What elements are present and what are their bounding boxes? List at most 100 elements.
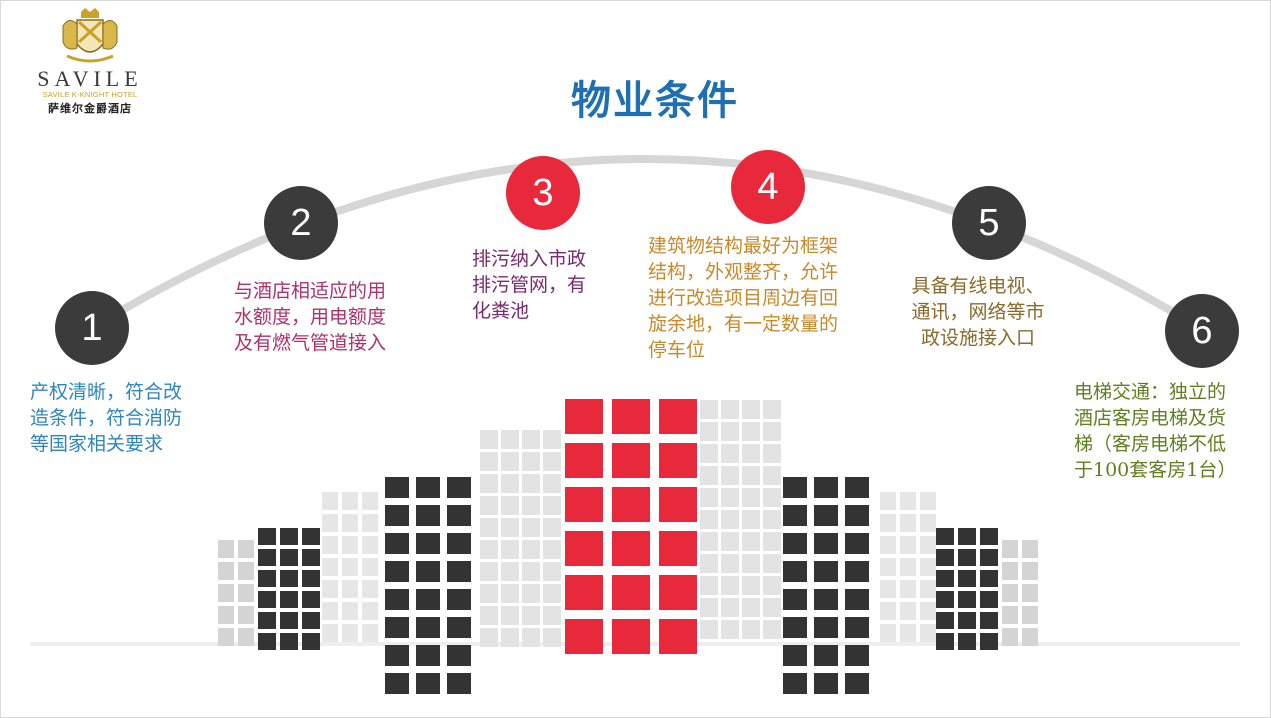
- window: [302, 633, 320, 650]
- window: [480, 562, 498, 581]
- window: [1002, 584, 1018, 602]
- window: [721, 598, 739, 617]
- window: [447, 645, 471, 666]
- window: [845, 645, 869, 666]
- window: [565, 619, 603, 654]
- step-2-text: 与酒店相适应的用水额度，用电额度及有燃气管道接入: [234, 278, 414, 356]
- window: [721, 554, 739, 573]
- window: [565, 487, 603, 522]
- window: [1002, 540, 1018, 558]
- brand-subtitle: SAVILE K-KNIGHT HOTEL: [42, 90, 138, 99]
- window: [700, 620, 718, 639]
- window: [218, 562, 234, 580]
- window: [742, 510, 760, 529]
- window: [362, 492, 378, 510]
- window: [543, 474, 561, 493]
- window: [700, 466, 718, 485]
- window: [980, 633, 998, 650]
- window: [501, 474, 519, 493]
- window: [522, 584, 540, 603]
- window: [763, 488, 781, 507]
- window: [416, 617, 440, 638]
- window: [700, 576, 718, 595]
- window: [742, 466, 760, 485]
- window: [522, 628, 540, 647]
- step-1-node: 1: [55, 291, 129, 365]
- window: [659, 619, 697, 654]
- window: [322, 536, 338, 554]
- window: [416, 561, 440, 582]
- window: [362, 536, 378, 554]
- window: [814, 533, 838, 554]
- window: [920, 492, 936, 510]
- window: [258, 612, 276, 629]
- window: [385, 673, 409, 694]
- window: [543, 584, 561, 603]
- window: [920, 558, 936, 576]
- window: [447, 589, 471, 610]
- window: [522, 496, 540, 515]
- window: [416, 673, 440, 694]
- window: [936, 612, 954, 629]
- window: [900, 602, 916, 620]
- window: [238, 628, 254, 646]
- step-1-line: 造条件，符合消防: [30, 407, 183, 429]
- window: [763, 400, 781, 419]
- window: [742, 400, 760, 419]
- window: [936, 633, 954, 650]
- step-3-line: 排污纳入市政: [472, 248, 587, 270]
- window: [480, 452, 498, 471]
- window: [480, 606, 498, 625]
- window: [958, 633, 976, 650]
- window: [385, 561, 409, 582]
- window: [980, 528, 998, 545]
- window: [742, 598, 760, 617]
- window: [480, 628, 498, 647]
- window: [880, 514, 896, 532]
- window: [763, 554, 781, 573]
- step-3-line: 排污管网，有: [472, 274, 587, 296]
- window: [522, 518, 540, 537]
- window: [700, 400, 718, 419]
- window: [763, 444, 781, 463]
- crest-icon: [62, 8, 118, 63]
- window: [218, 628, 234, 646]
- step-6-line: 酒店客房电梯及货: [1074, 407, 1227, 429]
- window: [258, 549, 276, 566]
- window: [258, 570, 276, 587]
- window: [385, 645, 409, 666]
- window: [958, 612, 976, 629]
- window: [447, 673, 471, 694]
- window: [900, 558, 916, 576]
- window: [958, 549, 976, 566]
- window: [543, 562, 561, 581]
- window: [522, 540, 540, 559]
- window: [880, 602, 896, 620]
- page-title: 物业条件: [571, 77, 739, 124]
- step-6-line: 梯（客房电梯不低: [1074, 433, 1227, 455]
- window: [721, 488, 739, 507]
- window: [480, 496, 498, 515]
- window: [721, 400, 739, 419]
- window: [565, 399, 603, 434]
- window: [322, 514, 338, 532]
- window: [763, 422, 781, 441]
- step-5-text: 具备有线电视、通讯，网络等市政设施接入口: [898, 273, 1058, 351]
- window: [783, 561, 807, 582]
- window: [447, 505, 471, 526]
- step-4-node: 4: [731, 150, 805, 224]
- window: [322, 492, 338, 510]
- window: [501, 562, 519, 581]
- window: [1022, 606, 1038, 624]
- window: [742, 444, 760, 463]
- window: [980, 591, 998, 608]
- window: [480, 518, 498, 537]
- window: [522, 452, 540, 471]
- window: [845, 617, 869, 638]
- window: [522, 474, 540, 493]
- window: [880, 624, 896, 642]
- window: [763, 620, 781, 639]
- brand-chinese-name: 萨维尔金爵酒店: [48, 102, 132, 115]
- window: [900, 580, 916, 598]
